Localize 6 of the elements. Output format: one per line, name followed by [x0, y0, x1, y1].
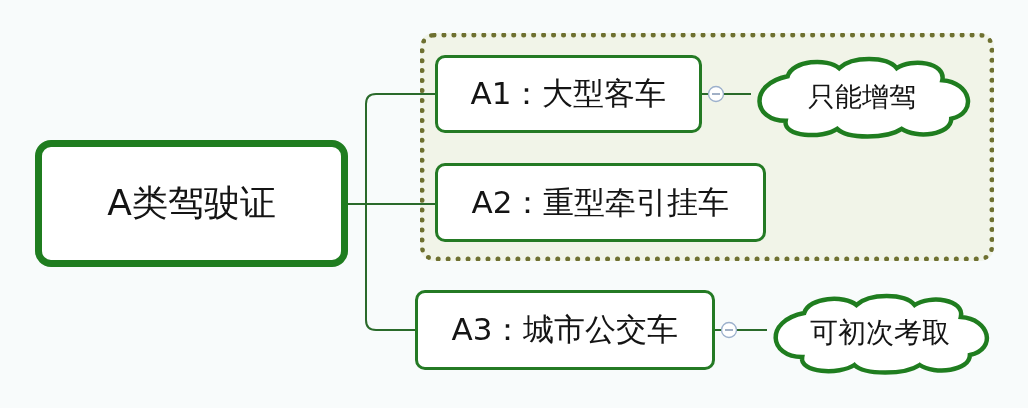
topic-box: A类驾驶证	[35, 140, 348, 267]
dotted-group-box	[420, 33, 994, 261]
topic-box: A3：城市公交车	[415, 290, 715, 370]
topic-box: A1：大型客车	[435, 55, 702, 133]
topic-box: A2：重型牵引挂车	[435, 163, 766, 242]
connector-line	[347, 203, 416, 331]
